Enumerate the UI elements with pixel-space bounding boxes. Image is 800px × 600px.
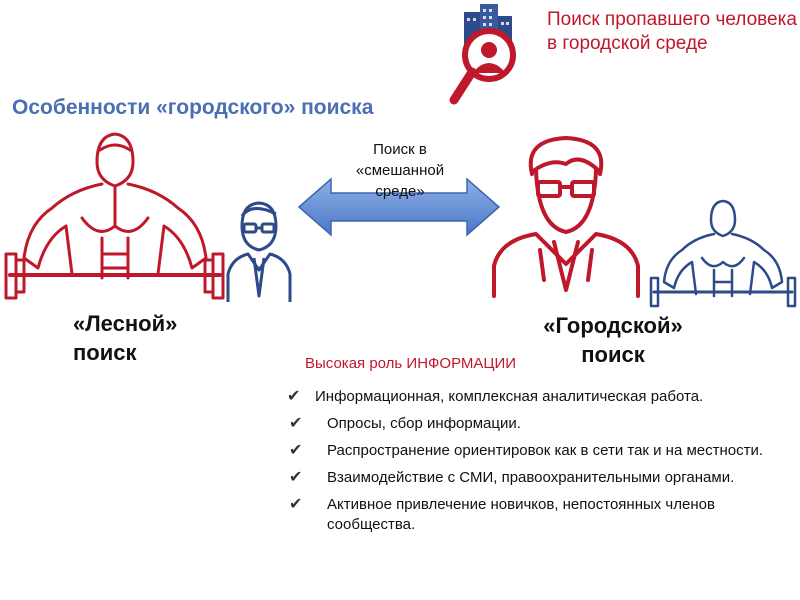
list-item: ✔ Информационная, комплексная аналитическ… [287, 387, 792, 407]
list-item-text: Опросы, сбор информации. [327, 415, 521, 432]
list-item: ✔ Активное привлечение новичков, непостоя… [287, 495, 792, 535]
list-item-text: Распространение ориентировок как в сети … [327, 442, 764, 459]
forest-strongman-icon [4, 132, 225, 300]
list-item-text: Информационная, комплексная аналитическа… [315, 388, 704, 405]
checkmark-icon: ✔ [289, 469, 303, 486]
list-item: ✔ Распространение ориентировок как в сети… [287, 441, 792, 461]
forest-search-label: «Лесной» поиск [73, 309, 223, 367]
search-points-list: ✔ Информационная, комплексная аналитическ… [287, 387, 792, 542]
small-person-icon [226, 201, 292, 302]
forest-search-text: «Лесной» поиск [73, 311, 178, 365]
list-item: ✔ Опросы, сбор информации. [287, 414, 792, 434]
checkmark-icon: ✔ [289, 496, 303, 513]
slide-title: Особенности «городского» поиска [12, 96, 374, 119]
small-strongman-icon [649, 199, 797, 308]
list-item-text: Активное привлечение новичков, непостоян… [327, 496, 715, 533]
search-person-logo-icon [449, 4, 516, 105]
corner-title: Поиск пропавшего человека в городской ср… [547, 9, 797, 54]
checkmark-icon: ✔ [289, 442, 303, 459]
mixed-environment-arrow [297, 177, 501, 237]
checkmark-icon: ✔ [287, 388, 301, 405]
city-person-icon [492, 136, 640, 298]
city-search-label: «Городской» поиск [543, 313, 683, 367]
list-item: ✔ Взаимодействие с СМИ, правоохранительны… [287, 468, 792, 488]
list-item-text: Взаимодействие с СМИ, правоохранительным… [327, 469, 735, 486]
mixed-search-label: Поиск в «смешанной среде» [355, 141, 445, 200]
checkmark-icon: ✔ [289, 415, 303, 432]
information-role-label: Высокая роль ИНФОРМАЦИИ [305, 355, 517, 372]
